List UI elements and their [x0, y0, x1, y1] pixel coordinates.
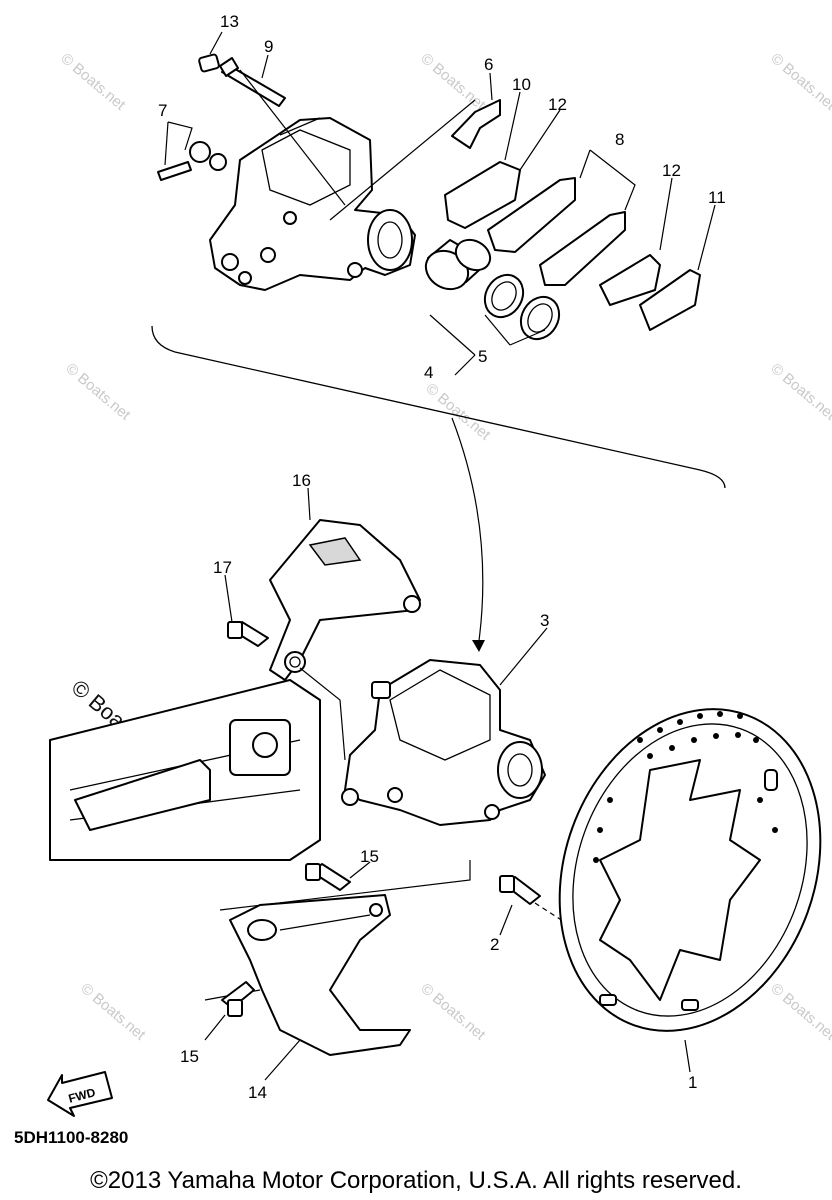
callout-8: 8	[615, 130, 624, 149]
watermark: © Boats.net	[62, 360, 134, 424]
watermark: © Boats.net	[767, 50, 832, 114]
fwd-label: FWD	[67, 1085, 97, 1106]
callout-7: 7	[158, 101, 167, 120]
callout-12-upper: 12	[548, 95, 567, 114]
assembly-arrow	[451, 417, 484, 649]
callout-14: 14	[248, 1083, 267, 1102]
callout-4: 4	[424, 363, 433, 382]
callout-6: 6	[484, 55, 493, 74]
callout-10: 10	[512, 75, 531, 94]
watermark: © Boats.net	[767, 360, 832, 424]
callout-15-upper: 15	[360, 847, 379, 866]
arrow-head-icon	[472, 640, 485, 652]
brake-guard-14	[204, 860, 471, 1056]
caliper-exploded	[157, 53, 701, 341]
callout-1: 1	[688, 1073, 697, 1092]
watermark: © Boats.net	[767, 980, 832, 1044]
diagram-code: 5DH1100-8280	[14, 1128, 129, 1147]
callout-2: 2	[490, 935, 499, 954]
callout-13: 13	[220, 12, 239, 31]
fwd-arrow-icon: FWD	[47, 1071, 113, 1117]
callout-9: 9	[264, 37, 273, 56]
group-bracket	[151, 325, 726, 489]
watermark: © Boats.net	[417, 50, 489, 114]
callout-numbers: 13 9 7 6 10 12 8 12 11 4 5 16 17 3 15 2 …	[158, 12, 726, 1102]
caliper-assembled-3	[341, 659, 546, 826]
callout-11: 11	[708, 188, 726, 207]
watermark: © Boats.net	[77, 980, 149, 1044]
copyright-notice: ©2013 Yamaha Motor Corporation, U.S.A. A…	[90, 1167, 742, 1194]
watermark: © Boats.net	[57, 50, 129, 114]
watermark: © Boats.net	[417, 980, 489, 1044]
caliper-bracket-16	[269, 519, 421, 681]
leader-lines	[164, 31, 716, 1081]
callout-16: 16	[292, 471, 311, 490]
callout-3: 3	[540, 611, 549, 630]
callout-5: 5	[478, 347, 487, 366]
callout-17: 17	[213, 558, 232, 577]
swingarm	[49, 679, 321, 861]
callout-12-right: 12	[662, 161, 681, 180]
callout-15-lower: 15	[180, 1047, 199, 1066]
brake-disc-1	[558, 708, 822, 1032]
